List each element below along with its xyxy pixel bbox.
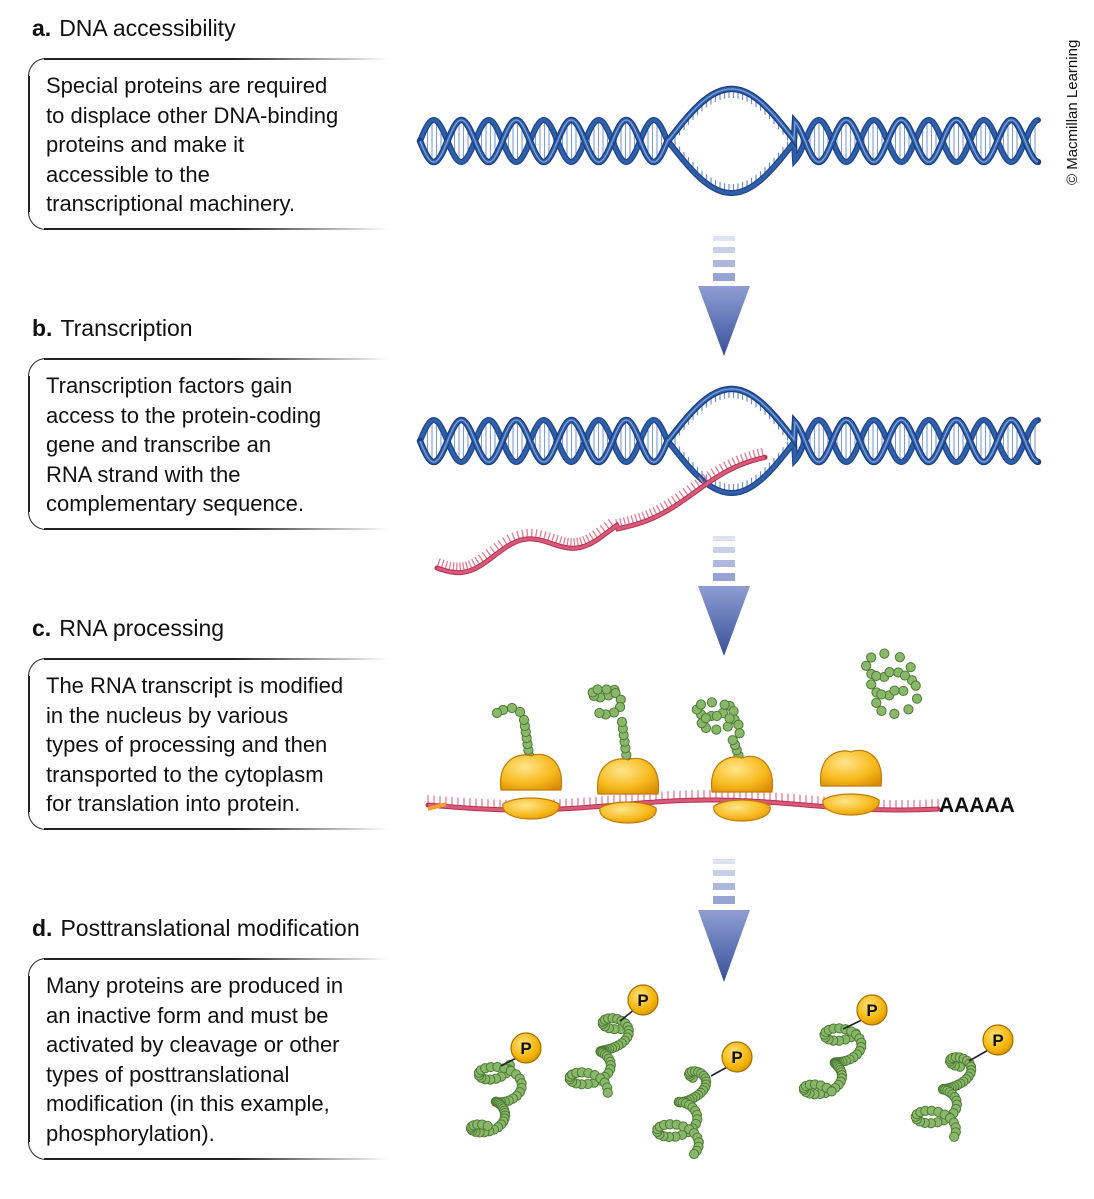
step-c-letter: c. [32, 615, 52, 641]
step-d-line-1: Many proteins are produced in [46, 973, 344, 998]
mrna-with-ribosomes [425, 648, 941, 824]
step-d-line-4: types of posttranslational [46, 1061, 290, 1087]
phosphate-label: P [637, 991, 648, 1010]
step-d-title: d. Posttranslational modification [32, 914, 360, 942]
step-a-letter: a. [32, 15, 52, 41]
step-c-title: c. RNA processing [32, 614, 224, 642]
step-d-heading: Posttranslational modification [60, 915, 360, 941]
step-a-line-4: accessible to the [46, 161, 210, 187]
step-d-line-2: an inactive form and must be [46, 1002, 329, 1028]
dna-helix-transcribing [416, 385, 1042, 496]
phosphate-label: P [992, 1031, 1003, 1050]
arrow-c-to-d [698, 859, 750, 982]
step-a-heading: DNA accessibility [59, 15, 236, 41]
step-a-line-3: proteins and make it [46, 132, 245, 157]
phosphate-group [721, 1041, 753, 1073]
step-d-line-5: modification (in this example, [46, 1091, 330, 1116]
poly-a-tail-label: AAAAA [939, 794, 1015, 817]
step-b-line-1: Transcription factors gain [46, 373, 293, 398]
step-d-line-6: phosphorylation). [46, 1120, 215, 1146]
step-d-line-3: activated by cleavage or other [46, 1032, 340, 1057]
step-c-line-4: transported to the cytoplasm [46, 761, 324, 787]
step-c-line-2: in the nucleus by various [46, 702, 289, 728]
step-d-letter: d. [32, 915, 53, 941]
step-b-heading: Transcription [60, 315, 193, 341]
step-a-title: a. DNA accessibility [32, 14, 236, 42]
step-b-line-2: access to the protein-coding [46, 402, 322, 428]
step-c-heading: RNA processing [59, 615, 225, 641]
phosphate-group [982, 1024, 1014, 1056]
step-b-line-4: RNA strand with the [46, 461, 241, 487]
step-d-description: Many proteins are produced in an inactiv… [28, 958, 388, 1160]
phosphorylated-proteins: P P P P P [465, 984, 1014, 1160]
phosphate-label: P [731, 1048, 742, 1067]
step-a-line-5: transcriptional machinery. [46, 191, 296, 216]
phosphate-label: P [866, 1001, 877, 1020]
phosphate-group [510, 1032, 542, 1064]
dna-helix-open [416, 85, 1042, 196]
step-c-line-1: The RNA transcript is modified [46, 673, 344, 698]
step-a-description: Special proteins are required to displac… [28, 58, 388, 230]
step-c-line-3: types of processing and then [46, 732, 328, 757]
arrow-a-to-b [698, 236, 750, 356]
step-b-description: Transcription factors gain access to the… [28, 358, 388, 530]
rna-strand [434, 447, 768, 576]
phosphate-group [627, 984, 659, 1016]
step-b-line-3: gene and transcribe an [46, 432, 272, 457]
step-b-title: b. Transcription [32, 314, 193, 342]
step-b-line-5: complementary sequence. [46, 491, 305, 516]
step-b-letter: b. [32, 315, 53, 341]
phosphate-label: P [520, 1039, 531, 1058]
arrow-b-to-c [698, 536, 750, 656]
step-a-line-1: Special proteins are required [46, 73, 328, 98]
step-c-line-5: for translation into protein. [46, 791, 301, 816]
step-c-description: The RNA transcript is modified in the nu… [28, 658, 388, 830]
phosphate-group [856, 994, 888, 1026]
step-a-line-2: to displace other DNA-binding [46, 102, 339, 128]
